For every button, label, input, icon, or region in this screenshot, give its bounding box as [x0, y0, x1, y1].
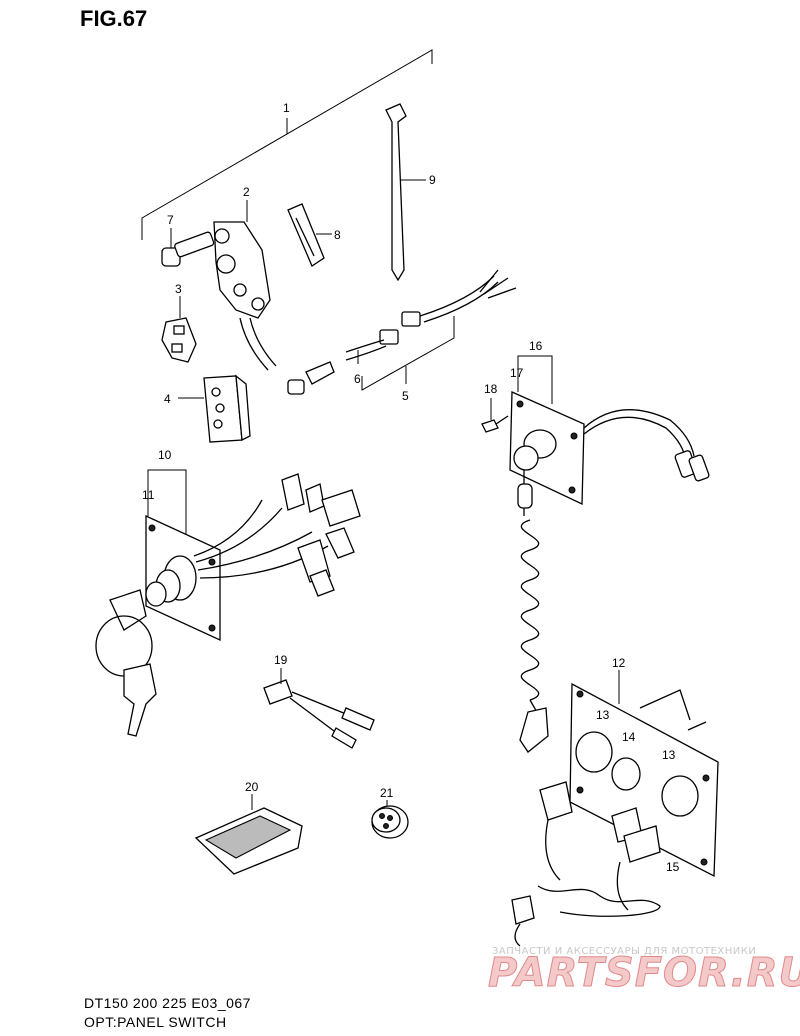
callout-4: 4 — [164, 392, 171, 406]
callout-3: 3 — [175, 282, 182, 296]
bracket-part-2 — [213, 200, 277, 371]
callout-8: 8 — [334, 228, 341, 242]
watermark-tagline: ЗАПЧАСТИ И АКСЕССУАРЫ ДЛЯ МОТОТЕХНИКИ — [492, 946, 756, 957]
watermark-logo: PARTSFOR.RU — [488, 950, 800, 996]
switch-panel-part-12 — [539, 670, 719, 911]
callout-6: 6 — [354, 372, 361, 386]
lanyard-lower — [511, 885, 661, 947]
figure-title: FIG.67 — [80, 6, 148, 31]
connector-part-4 — [178, 374, 251, 443]
harness-part-5 — [345, 269, 517, 391]
callout-5: 5 — [402, 389, 409, 403]
callout-18: 18 — [484, 382, 498, 396]
harness-part-6 — [287, 350, 359, 395]
callout-14: 14 — [622, 730, 636, 744]
callout-2: 2 — [243, 185, 250, 199]
holder-part-3 — [161, 296, 197, 363]
callout-7: 7 — [167, 213, 174, 227]
callout-13a: 13 — [596, 708, 610, 722]
callout-11: 11 — [142, 488, 155, 502]
callout-21: 21 — [380, 786, 394, 800]
callout-19: 19 — [274, 653, 288, 667]
callout-15: 15 — [666, 860, 680, 874]
grommet-part-21 — [371, 800, 409, 839]
watermark: ЗАПЧАСТИ И АКСЕССУАРЫ ДЛЯ МОТОТЕХНИКИ PA… — [488, 946, 800, 997]
callout-20: 20 — [245, 780, 259, 794]
bolt-part-7 — [161, 228, 215, 267]
lead-wire-part-19 — [263, 668, 375, 749]
callout-labels: 1 2 3 4 5 6 7 8 9 10 11 12 13 14 13 15 1… — [142, 101, 680, 874]
cable-tie-part-9 — [385, 103, 426, 282]
callout-1: 1 — [283, 101, 290, 115]
callout-16: 16 — [529, 339, 543, 353]
callout-17: 17 — [510, 366, 524, 380]
bracket-part-1 — [141, 49, 433, 240]
clip-part-8 — [287, 203, 332, 267]
screw-part-18 — [481, 398, 509, 433]
ignition-switch-part-10 — [95, 469, 361, 737]
callout-10: 10 — [158, 448, 172, 462]
callout-12: 12 — [612, 656, 626, 670]
grease-packet-part-20 — [194, 794, 303, 875]
footer-model-code: DT150 200 225 E03_067 — [84, 995, 251, 1011]
callout-9: 9 — [429, 173, 436, 187]
callout-13b: 13 — [662, 748, 676, 762]
footer-caption: OPT:PANEL SWITCH — [84, 1014, 227, 1030]
stop-switch-part-16 — [509, 355, 710, 753]
